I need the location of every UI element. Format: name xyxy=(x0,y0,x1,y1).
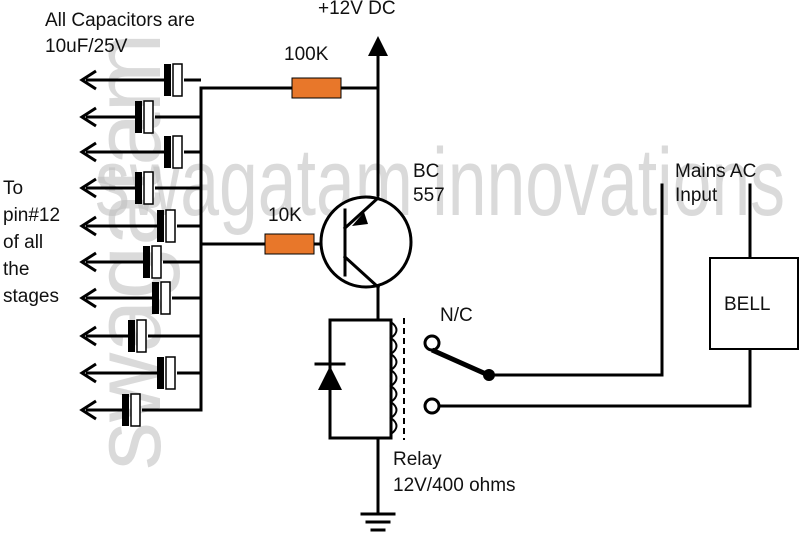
capacitor-plate-negative xyxy=(143,246,150,278)
capacitor-plate-negative xyxy=(157,210,164,242)
normally-closed-label: N/C xyxy=(440,305,473,326)
capacitor-stage xyxy=(79,171,201,205)
capacitor-bus xyxy=(199,86,380,412)
capacitor-stage xyxy=(79,63,201,97)
capacitor-plate-positive xyxy=(165,356,176,390)
mains-input-label: Input xyxy=(675,185,718,206)
capacitor-plate-positive xyxy=(160,281,171,315)
output-arrow-icon xyxy=(79,287,97,309)
capacitor-plate-positive xyxy=(130,393,141,427)
relay-label: Relay xyxy=(393,449,442,470)
capacitor-plate-negative xyxy=(128,320,135,352)
to-pin-line2: pin#12 xyxy=(3,205,60,226)
resistor-100k xyxy=(291,77,342,99)
output-arrow-icon xyxy=(79,215,97,237)
transistor-bc557: BC 557 xyxy=(319,161,445,322)
bell-label: BELL xyxy=(724,294,770,315)
capacitor-stage xyxy=(79,393,201,427)
output-arrow-icon xyxy=(79,177,97,199)
supply-rail: +12V DC xyxy=(318,0,396,197)
relay-spec-label: 12V/400 ohms xyxy=(393,475,516,496)
output-arrow-icon xyxy=(79,69,97,91)
to-pin-line1: To xyxy=(3,178,23,199)
capacitor-note-line2: 10uF/25V xyxy=(45,36,128,57)
capacitor-plate-negative xyxy=(157,357,164,389)
capacitor-plate-negative xyxy=(135,172,142,204)
capacitor-plate-positive xyxy=(143,100,154,134)
resistor-10k-label: 10K xyxy=(268,205,302,226)
capacitor-plate-negative xyxy=(152,282,159,314)
transistor-number-label: 557 xyxy=(413,185,445,206)
capacitor-stage xyxy=(79,281,201,315)
capacitor-plate-negative xyxy=(122,394,129,426)
capacitor-plate-positive xyxy=(172,63,183,97)
supply-label: +12V DC xyxy=(318,0,396,19)
capacitor-stages xyxy=(79,63,201,427)
bell-box: BELL xyxy=(709,257,799,350)
capacitor-stage xyxy=(79,135,201,169)
capacitor-note-line1: All Capacitors are xyxy=(45,10,195,31)
to-pin-line3: of all xyxy=(3,232,43,253)
capacitor-stage xyxy=(79,319,201,353)
capacitor-plate-positive xyxy=(151,245,162,279)
ground-symbol xyxy=(360,512,396,532)
capacitor-plate-positive xyxy=(172,135,183,169)
transistor-type-label: BC xyxy=(413,161,439,182)
output-arrow-icon xyxy=(79,325,97,347)
flyback-diode xyxy=(314,362,346,390)
mains-wiring: Mains AC Input xyxy=(437,161,756,408)
capacitor-plate-negative xyxy=(135,101,142,133)
resistor-10k xyxy=(264,233,315,255)
output-arrow-icon xyxy=(79,251,97,273)
capacitor-plate-positive xyxy=(143,171,154,205)
output-arrow-icon xyxy=(79,362,97,384)
capacitor-stage xyxy=(79,209,201,243)
to-pin-line4: the xyxy=(3,259,29,280)
mains-label: Mains AC xyxy=(675,161,756,182)
output-arrow-icon xyxy=(79,399,97,421)
output-arrow-icon xyxy=(79,106,97,128)
to-pin-line5: stages xyxy=(3,286,59,307)
output-arrow-icon xyxy=(79,141,97,163)
capacitor-stage xyxy=(79,100,201,134)
capacitor-plate-negative xyxy=(164,136,171,168)
capacitor-plate-positive xyxy=(165,209,176,243)
watermark-text-horizontal: swagatam innovations xyxy=(95,129,785,236)
capacitor-stage xyxy=(79,356,201,390)
resistor-100k-label: 100K xyxy=(284,44,329,65)
capacitor-plate-positive xyxy=(136,319,147,353)
relay-contacts: N/C xyxy=(423,305,495,415)
capacitor-stage xyxy=(79,245,201,279)
capacitor-plate-negative xyxy=(164,64,171,96)
